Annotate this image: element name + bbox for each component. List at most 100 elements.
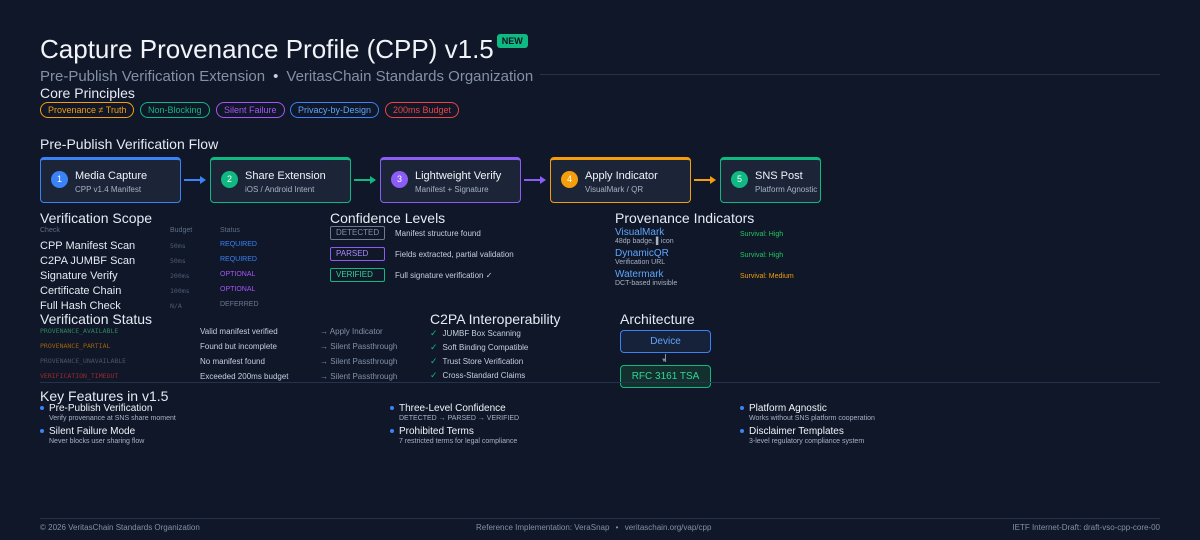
step-desc: CPP v1.4 Manifest bbox=[75, 185, 142, 194]
feature-name: Silent Failure Mode bbox=[49, 426, 136, 437]
bullet-icon bbox=[740, 406, 744, 410]
flow-step-sns-post: 5 SNS Post Platform Agnostic bbox=[720, 157, 821, 203]
vstatus-code: PROVENANCE_UNAVAILABLE bbox=[40, 357, 127, 365]
flow-step-share-extension: 2 Share Extension iOS / Android Intent bbox=[210, 157, 351, 203]
confidence-tag-parsed: PARSED bbox=[330, 247, 385, 261]
vstatus-action: → Silent Passthrough bbox=[320, 372, 398, 381]
feature-desc: Verify provenance at SNS share moment bbox=[49, 415, 176, 422]
flow-step-media-capture: 1 Media Capture CPP v1.4 Manifest bbox=[40, 157, 181, 203]
flow-heading: Pre-Publish Verification Flow bbox=[40, 136, 219, 152]
step-name: Share Extension bbox=[245, 170, 326, 182]
principles-heading: Core Principles bbox=[40, 85, 135, 101]
indicator-name: VisualMark bbox=[615, 227, 665, 238]
scope-check: Certificate Chain bbox=[40, 285, 122, 297]
scope-status: DEFERRED bbox=[220, 301, 259, 308]
footer-url[interactable]: veritaschain.org/vap/cpp bbox=[624, 523, 712, 532]
c2pa-item: ✓JUMBF Box Scanning bbox=[430, 328, 521, 338]
confidence-desc: Manifest structure found bbox=[395, 229, 481, 238]
principle-pill: Non-Blocking bbox=[140, 102, 210, 118]
vstatus-action: → Silent Passthrough bbox=[320, 342, 398, 351]
scope-col-budget: Budget bbox=[170, 227, 193, 234]
confidence-tag-verified: VERIFIED bbox=[330, 268, 385, 282]
bullet-icon bbox=[40, 406, 44, 410]
check-icon: ✓ bbox=[430, 342, 438, 352]
scope-check: CPP Manifest Scan bbox=[40, 240, 136, 252]
step-name: Apply Indicator bbox=[585, 170, 658, 182]
scope-col-status: Status bbox=[220, 227, 240, 234]
step-number: 4 bbox=[561, 171, 578, 188]
scope-budget: 200ms bbox=[170, 272, 190, 280]
footer-draft: IETF Internet-Draft: draft-vso-cpp-core-… bbox=[1012, 523, 1160, 532]
indicator-name: Watermark bbox=[615, 269, 664, 280]
step-number: 1 bbox=[51, 171, 68, 188]
flow-arrow bbox=[524, 176, 546, 184]
confidence-tag-detected: DETECTED bbox=[330, 226, 385, 240]
architecture-tsa-box: RFC 3161 TSA bbox=[620, 365, 711, 388]
c2pa-item: ✓Trust Store Verification bbox=[430, 356, 524, 366]
arrow-down-icon: ▼ bbox=[661, 358, 667, 364]
subtitle-separator: • bbox=[273, 68, 279, 85]
scope-budget: N/A bbox=[170, 302, 182, 310]
subtitle-right: VeritasChain Standards Organization bbox=[286, 68, 534, 85]
confidence-desc: Fields extracted, partial validation bbox=[395, 250, 514, 259]
feature-desc: Works without SNS platform cooperation bbox=[749, 415, 875, 422]
scope-check: Signature Verify bbox=[40, 270, 118, 282]
bullet-icon bbox=[390, 406, 394, 410]
subtitle-left: Pre-Publish Verification Extension bbox=[40, 68, 266, 85]
step-name: Media Capture bbox=[75, 170, 148, 182]
step-number: 5 bbox=[731, 171, 748, 188]
scope-budget: 50ms bbox=[170, 257, 186, 265]
architecture-connector bbox=[665, 354, 666, 362]
principle-pill: Privacy-by-Design bbox=[290, 102, 380, 118]
features-heading: Key Features in v1.5 bbox=[40, 388, 169, 404]
feature-name: Three-Level Confidence bbox=[399, 403, 506, 414]
vstatus-code: PROVENANCE_PARTIAL bbox=[40, 342, 111, 350]
step-number: 2 bbox=[221, 171, 238, 188]
step-name: SNS Post bbox=[755, 170, 803, 182]
step-desc: Platform Agnostic bbox=[755, 185, 818, 194]
indicator-survival: Survival: Medium bbox=[740, 273, 794, 280]
feature-desc: 7 restricted terms for legal compliance bbox=[399, 438, 518, 445]
new-badge: NEW bbox=[496, 34, 528, 48]
scope-check: C2PA JUMBF Scan bbox=[40, 255, 136, 267]
footer-divider bbox=[40, 518, 1160, 519]
flow-arrow bbox=[184, 176, 206, 184]
principle-pill: Silent Failure bbox=[216, 102, 285, 118]
flow-step-lightweight-verify: 3 Lightweight Verify Manifest + Signatur… bbox=[380, 157, 521, 203]
step-desc: Manifest + Signature bbox=[415, 185, 489, 194]
c2pa-item: ✓Cross-Standard Claims bbox=[430, 370, 526, 380]
bullet-icon bbox=[740, 429, 744, 433]
title-text: Capture Provenance Profile (CPP) v1.5 bbox=[40, 34, 494, 64]
feature-name: Disclaimer Templates bbox=[749, 426, 844, 437]
scope-status: OPTIONAL bbox=[220, 286, 256, 293]
indicator-survival: Survival: High bbox=[740, 231, 784, 238]
step-number: 3 bbox=[391, 171, 408, 188]
step-desc: iOS / Android Intent bbox=[245, 185, 315, 194]
c2pa-heading: C2PA Interoperability bbox=[430, 311, 561, 327]
feature-name: Platform Agnostic bbox=[749, 403, 827, 414]
footer-reference: Reference Implementation: VeraSnap • ver… bbox=[476, 523, 711, 532]
footer-separator: • bbox=[615, 523, 619, 532]
scope-col-check: Check bbox=[40, 227, 60, 234]
indicator-sub: 48dp badge, ▌icon bbox=[615, 238, 674, 245]
c2pa-item: ✓Soft Binding Compatible bbox=[430, 342, 529, 352]
architecture-device-box: Device bbox=[620, 330, 711, 353]
features-divider bbox=[40, 382, 1160, 383]
vstatus-code: VERIFICATION_TIMEOUT bbox=[40, 372, 119, 380]
scope-status: OPTIONAL bbox=[220, 271, 256, 278]
principle-pill: Provenance ≠ Truth bbox=[40, 102, 135, 118]
scope-status: REQUIRED bbox=[220, 256, 257, 263]
vstatus-desc: Exceeded 200ms budget bbox=[200, 372, 289, 381]
vstatus-desc: Found but incomplete bbox=[200, 342, 277, 351]
vstatus-heading: Verification Status bbox=[40, 311, 153, 327]
flow-arrow bbox=[354, 176, 376, 184]
step-desc: VisualMark / QR bbox=[585, 185, 644, 194]
scope-check: Full Hash Check bbox=[40, 300, 121, 312]
vstatus-desc: No manifest found bbox=[200, 357, 265, 366]
bullet-icon bbox=[40, 429, 44, 433]
scope-heading: Verification Scope bbox=[40, 210, 153, 226]
flow-step-apply-indicator: 4 Apply Indicator VisualMark / QR bbox=[550, 157, 691, 203]
feature-name: Prohibited Terms bbox=[399, 426, 474, 437]
check-icon: ✓ bbox=[430, 328, 438, 338]
